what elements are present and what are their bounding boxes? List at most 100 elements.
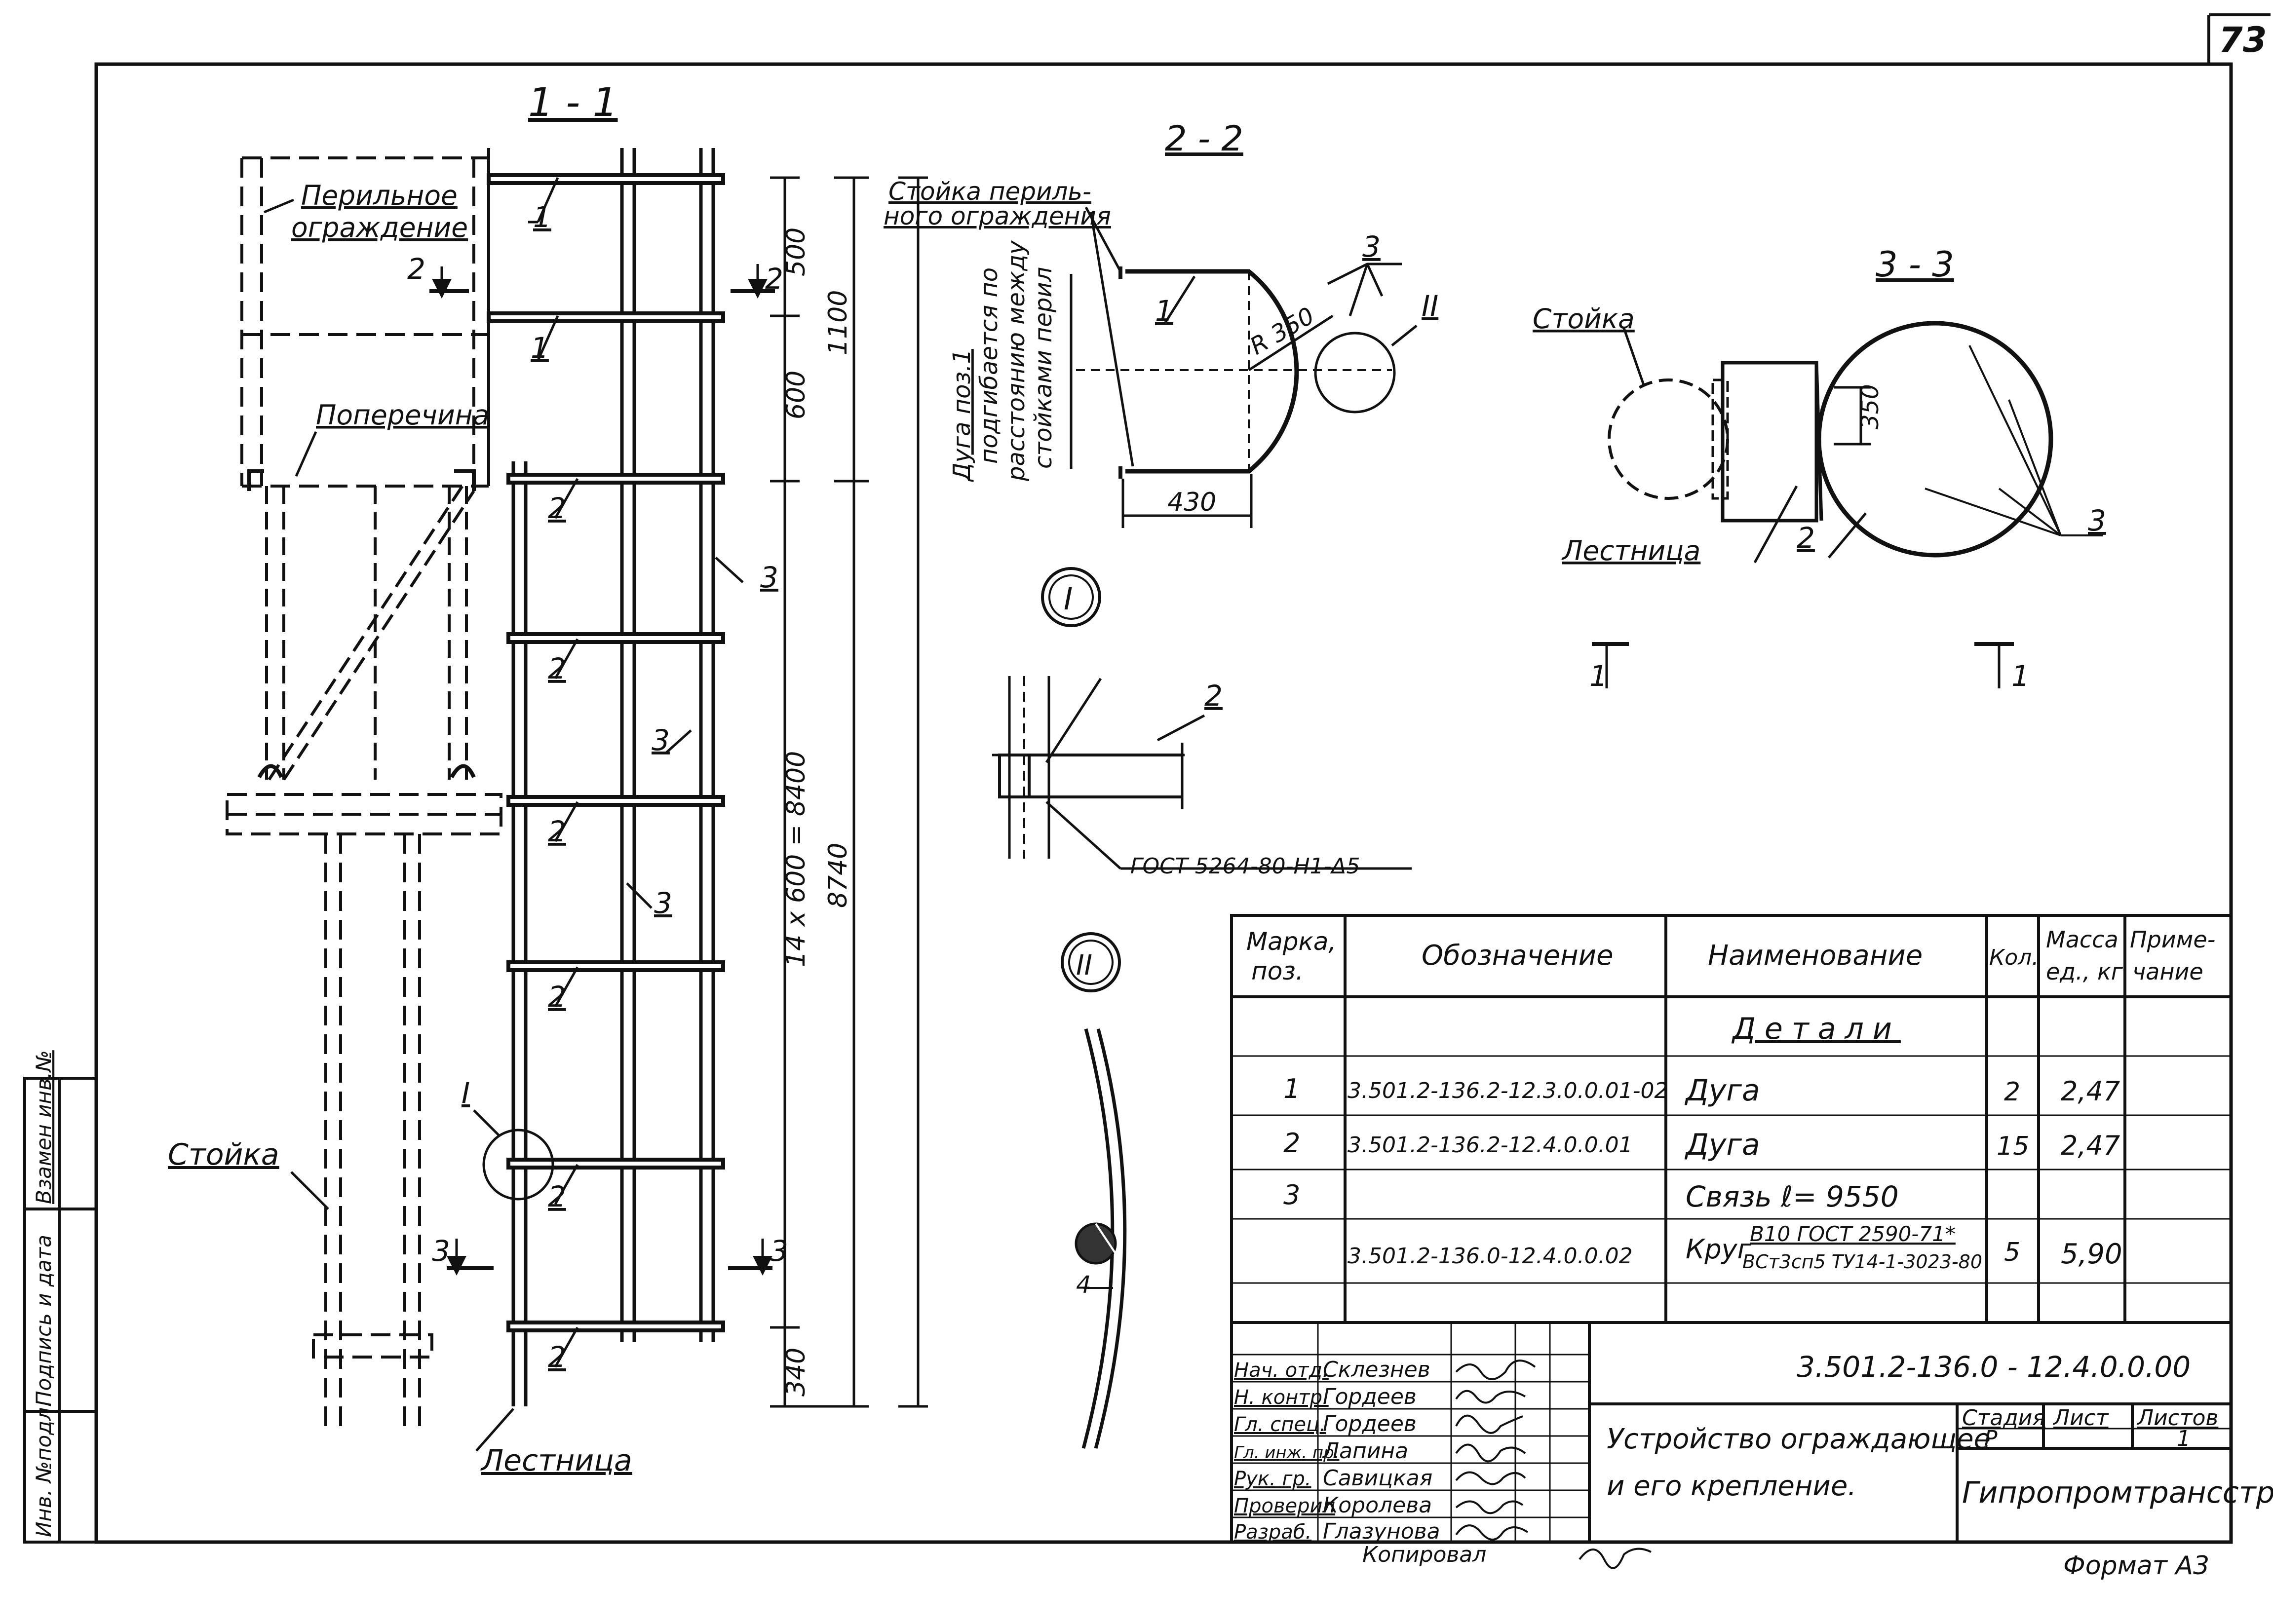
table-row: 3 Связь ℓ= 9550 [1283,1179,1899,1213]
staff-role: Рук. гр. [1234,1468,1311,1490]
stage-header: Стадия [1962,1405,2045,1431]
pos-3-c: 3 [654,886,672,920]
label-crossbar: Поперечина [316,399,489,431]
pos-2-d: 2 [548,980,566,1014]
table-row: 2 3.501.2-136.2-12.4.0.0.01 Дуга 15 2,47 [1283,1128,2120,1162]
pos-2-a: 2 [548,491,566,525]
pos-3-leaders-2-2 [1327,263,1402,316]
cut-1-right: 1 [2011,659,2030,693]
row2-mass: 2,47 [2061,1130,2120,1161]
cut-3-left: 3 [432,1234,450,1268]
pos-3-3-3: 3 [2088,504,2106,537]
row4-mass: 5,90 [2061,1238,2122,1270]
label-ladder-3-3: Лестница [1561,535,1700,567]
node-1-detail: I 2 ГОСТ 5264-80-Н1-Δ5 [992,567,1412,879]
th-mark-1: Марка, [1246,927,1336,956]
row1-mass: 2,47 [2061,1076,2120,1107]
section-3-3: 3 - 3 350 3 Стойка Лестница 2 [1533,244,2106,693]
spec-rows: 1 3.501.2-136.2-12.3.0.0.01-02 Дуга 2 2,… [1283,1073,2122,1273]
node-1-callout-label: I [462,1076,470,1110]
arc-position-1 [1125,269,1299,474]
pos-2-b: 2 [548,652,566,685]
th-mark-2: поз. [1251,957,1304,985]
sheets-header: Листов [2136,1405,2218,1431]
arc-note-1: Дуга поз.1 [948,349,976,482]
pos-2-f: 2 [548,1340,566,1374]
dim-500: 500 [781,227,811,276]
node-2-callout-circle [1314,332,1396,414]
row2-mark: 2 [1283,1128,1300,1159]
node-2-detail: II 4 [1061,932,1127,1449]
arc-note-2: подгибается по [975,267,1003,464]
platform-beam [226,793,502,835]
row2-designation: 3.501.2-136.2-12.4.0.0.01 [1348,1133,1633,1158]
dim-350: 350 [1856,384,1884,429]
staff-name: Лапина [1322,1438,1408,1464]
stamp-inv-original: Инв. №подл. [32,1401,56,1537]
radius-line [1248,314,1334,372]
cut-marks [429,264,775,1276]
pos-1-2-2: 1 [1155,294,1173,328]
organization: Гипропромтрансстрой [1962,1475,2273,1510]
stage-value: Р [1984,1426,1998,1451]
post-column [312,834,433,1426]
ladder-rails [487,148,715,1406]
ladder-rails-3-3 [1721,361,1818,523]
section-2-2-title: 2 - 2 [1165,118,1243,159]
row3-mark: 3 [1283,1179,1300,1210]
section-1-1: 1 - 1 [168,79,928,1478]
stamp-replaced-inv: Взамен инв.№ [32,1050,56,1204]
ladder-rungs [487,173,725,1332]
label-railing-post-2: ного ограждения [884,202,1111,230]
section-1-1-title: 1 - 1 [528,79,618,125]
title-block-staff: Нач. отд. Склезнев Н. контр. Гордеев Гл.… [1234,1357,1440,1544]
node-1-label: I [1064,581,1073,617]
sheet-frame [94,13,2271,1544]
staff-name: Гордеев [1323,1411,1417,1436]
th-name: Наименование [1708,940,1923,972]
label-railing-post-1: Стойка периль- [888,177,1091,206]
node-2-label: II [1076,949,1092,982]
th-designation: Обозначение [1422,940,1614,972]
cut-1-1-marks [1592,642,2014,688]
row2-qty: 15 [1997,1132,2029,1161]
dim-600: 600 [781,371,811,419]
spec-section-title: Детали [1731,1012,1901,1046]
side-stamp [23,1077,98,1544]
row1-mark: 1 [1283,1073,1300,1104]
row4-designation: 3.501.2-136.0-12.4.0.0.02 [1348,1244,1633,1269]
staff-role: Нач. отд. [1234,1359,1329,1382]
label-railing-1: Перильное [301,180,458,211]
dim-8740: 8740 [823,843,853,908]
staff-name: Гордеев [1323,1384,1417,1409]
cut-2-left: 2 [407,252,425,286]
staff-name: Савицкая [1323,1466,1432,1491]
th-mass-1: Масса [2046,926,2119,953]
title-line-1: Устройство ограждающее [1607,1423,1991,1455]
title-line-2: и его крепление. [1607,1470,1856,1502]
staff-role: Н. контр. [1234,1386,1329,1409]
row1-qty: 2 [2004,1077,2020,1107]
dim-span: 14 x 600 = 8400 [781,751,811,967]
row4-name-bottom: ВСт3сп5 ТУ14-1-3023-80 [1742,1251,1982,1273]
page-number: 73 [2219,20,2267,60]
format-label: Формат А3 [2063,1551,2209,1581]
node-1-callout-circle [482,1129,554,1201]
sheets-value: 1 [2177,1426,2191,1451]
dim-340: 340 [781,1348,811,1397]
staff-role: Разраб. [1234,1521,1311,1544]
table-row: 3.501.2-136.0-12.4.0.0.02 Круг В10 ГОСТ … [1348,1222,2122,1273]
th-note-1: Приме- [2130,926,2215,953]
weld-note: ГОСТ 5264-80-Н1-Δ5 [1130,854,1360,879]
staff-role: Гл. спец. [1234,1413,1326,1436]
signatures [1455,1360,1652,1569]
staff-name: Королева [1323,1493,1432,1518]
cut-1-left: 1 [1589,659,1608,693]
stamp-signature-date: Подпись и дата [32,1235,56,1406]
post-outline-3-3 [1608,378,1729,500]
pos-2-c: 2 [548,815,566,848]
pos-1-b: 1 [531,331,549,365]
pos-3-leaders-3-3 [1925,345,2103,536]
pos-2-e: 2 [548,1180,566,1213]
